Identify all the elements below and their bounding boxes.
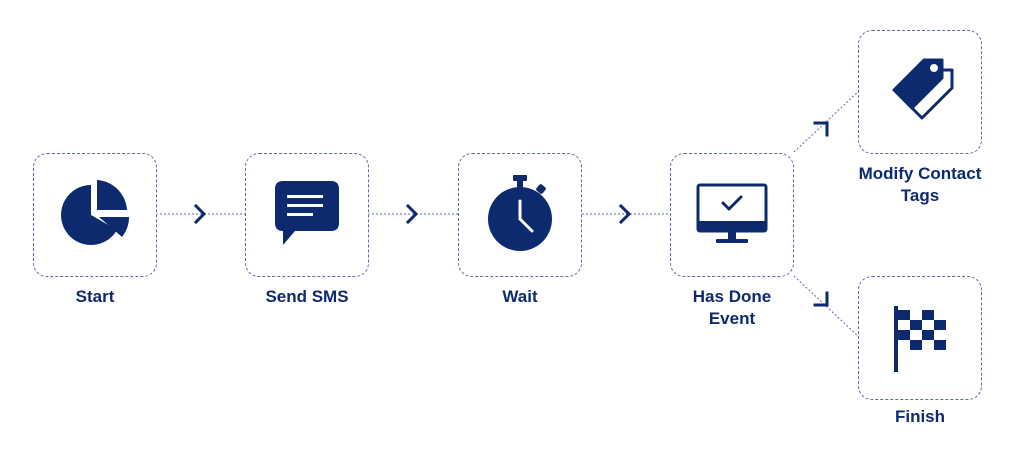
pie-chart-icon [61,180,129,245]
node-label-modify-contact-tags: Modify Contact Tags [858,164,982,205]
node-finish[interactable] [858,276,982,400]
node-modify-contact-tags[interactable] [858,30,982,154]
node-label-send-sms: Send SMS [265,287,349,306]
chevron-up-right-icon [813,121,829,137]
chevron-right-icon [405,203,419,225]
chat-bubble-icon [275,181,339,245]
chevron-down-right-icon [813,291,829,307]
node-label-has-done-event: Has Done Event [692,287,772,328]
chevron-right-icon [193,203,207,225]
node-send-sms[interactable] [245,153,369,277]
tags-icon [892,58,954,120]
node-has-done-event[interactable] [670,153,794,277]
checkered-flag-icon [894,306,946,372]
node-label-finish: Finish [894,407,946,426]
monitor-check-icon [696,183,768,243]
stopwatch-icon [488,175,552,251]
node-label-wait: Wait [502,287,538,306]
connector-has-done-event-modify-tags [793,89,861,153]
chevron-right-icon [618,203,632,225]
node-wait[interactable] [458,153,582,277]
connector-has-done-event-finish [793,275,861,339]
node-label-start: Start [75,287,115,306]
node-start[interactable] [33,153,157,277]
